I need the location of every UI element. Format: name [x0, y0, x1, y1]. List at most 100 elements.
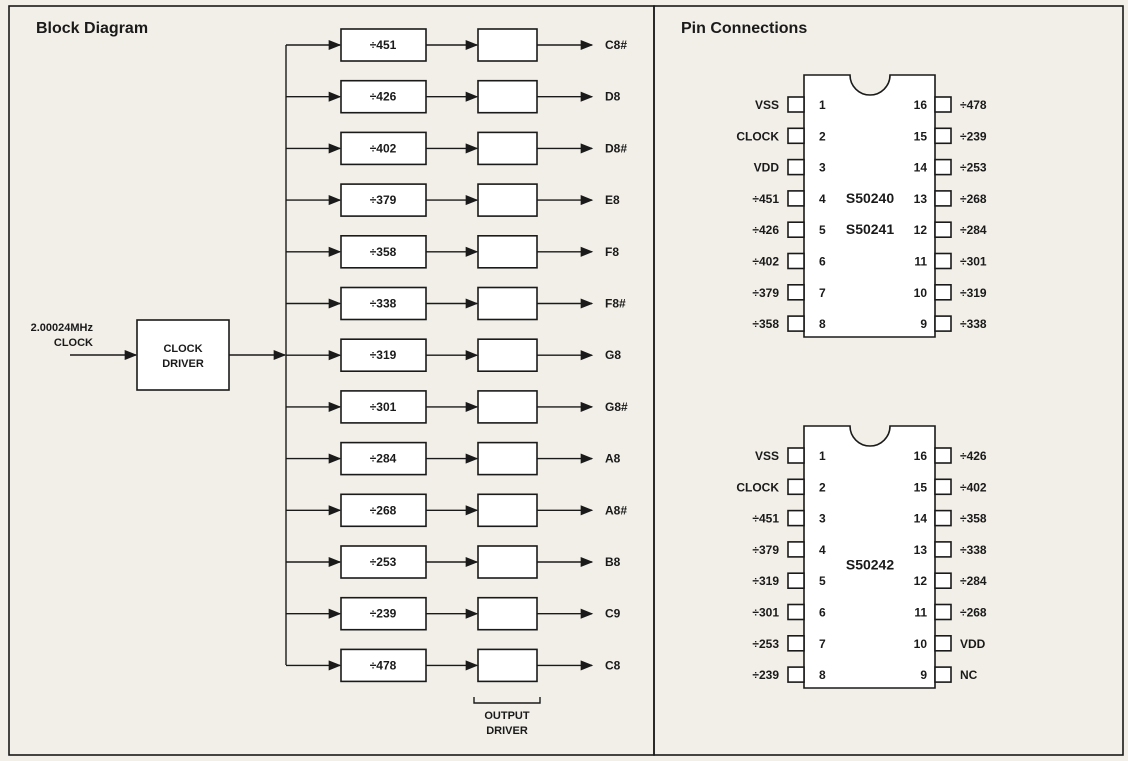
pin-stub [787, 478, 805, 496]
pin-number: 9 [920, 317, 927, 331]
output-note-label: C9 [605, 607, 621, 621]
divider-label: ÷284 [370, 452, 397, 466]
pin-label: ÷284 [960, 223, 987, 237]
output-driver-box [477, 648, 538, 683]
divider-row: ÷338 F8# [286, 286, 626, 321]
pin-number: 7 [819, 637, 826, 651]
divider-label: ÷239 [370, 607, 397, 621]
pin-stub [934, 666, 952, 683]
pin-connections-title: Pin Connections [681, 20, 807, 37]
pin-label: ÷402 [752, 255, 779, 269]
pin-number: 12 [914, 223, 928, 237]
divider-label: ÷253 [370, 555, 397, 569]
pin-number: 6 [819, 606, 826, 620]
output-driver-box [477, 493, 538, 528]
pin-stub [787, 572, 805, 590]
divider-box [340, 545, 427, 579]
output-driver-label-line1: OUTPUT [484, 710, 530, 722]
pin-stub [934, 221, 952, 238]
pin-number: 8 [819, 668, 826, 682]
output-note-label: D8 [605, 90, 621, 104]
block-diagram-frame [8, 5, 655, 756]
divider-label: ÷451 [370, 38, 397, 52]
pin-stub [787, 252, 805, 270]
pin-number: 5 [819, 223, 826, 237]
chip-name: S50242 [846, 557, 894, 573]
clock-driver-label-line1: CLOCK [163, 343, 202, 355]
output-note-label: G8# [605, 400, 628, 414]
pin-stub [934, 190, 952, 207]
output-driver-label-line2: DRIVER [486, 725, 528, 737]
divider-box [340, 493, 427, 528]
pin-stub [934, 509, 952, 527]
pin-stub [787, 190, 805, 207]
pin-label: ÷268 [960, 192, 987, 206]
pin-stub [934, 283, 952, 301]
output-driver-box [477, 183, 538, 217]
pin-stub [787, 315, 805, 332]
pin-stub [787, 158, 805, 176]
pin-label: ÷426 [960, 449, 987, 463]
divider-row: ÷239 C9 [286, 596, 621, 631]
pin-label: ÷301 [960, 255, 987, 269]
pin-stub [934, 478, 952, 496]
pin-stub [934, 634, 952, 652]
divider-label: ÷358 [370, 245, 397, 259]
output-driver-bracket [473, 697, 541, 704]
pin-label: ÷402 [960, 480, 987, 494]
pin-label: ÷338 [960, 317, 987, 331]
output-note-label: C8 [605, 658, 621, 672]
pin-stub [934, 603, 952, 621]
output-driver-box [477, 545, 538, 579]
pin-label: ÷426 [752, 223, 779, 237]
pin-number: 11 [914, 255, 927, 269]
divider-label: ÷338 [370, 297, 397, 311]
pin-label: VSS [755, 98, 779, 112]
pin-stub [787, 509, 805, 527]
pin-number: 2 [819, 129, 826, 143]
output-note-label: D8# [605, 141, 627, 155]
divider-label: ÷379 [370, 193, 397, 207]
pin-number: 9 [920, 668, 927, 682]
divider-box [340, 286, 427, 321]
pin-number: 5 [819, 574, 826, 588]
pin-label: ÷338 [960, 543, 987, 557]
pin-number: 7 [819, 286, 826, 300]
pin-label: ÷478 [960, 98, 987, 112]
pin-label: ÷319 [752, 574, 779, 588]
pin-label: CLOCK [736, 480, 779, 494]
pin-stub [934, 158, 952, 176]
pin-label: ÷239 [960, 129, 987, 143]
divider-box [340, 648, 427, 683]
pin-stub [934, 572, 952, 590]
pin-number: 16 [914, 98, 928, 112]
pin-label: VDD [960, 637, 986, 651]
pin-number: 15 [914, 480, 928, 494]
divider-box [340, 79, 427, 114]
pin-stub [934, 127, 952, 145]
divider-box [340, 183, 427, 217]
output-note-label: F8# [605, 297, 626, 311]
output-driver-box [477, 338, 538, 373]
pin-label: ÷358 [960, 512, 987, 526]
output-driver-box [477, 28, 538, 62]
pin-stub [787, 221, 805, 238]
pin-label: ÷301 [752, 606, 779, 620]
divider-box [340, 28, 427, 62]
chip-body [803, 425, 936, 689]
pin-stub [787, 447, 805, 464]
pin-number: 12 [914, 574, 928, 588]
output-driver-box [477, 596, 538, 631]
pin-label: ÷379 [752, 286, 779, 300]
pin-stub [934, 96, 952, 113]
pin-label: VDD [754, 161, 780, 175]
pin-label: ÷451 [752, 512, 779, 526]
pin-stub [934, 541, 952, 558]
